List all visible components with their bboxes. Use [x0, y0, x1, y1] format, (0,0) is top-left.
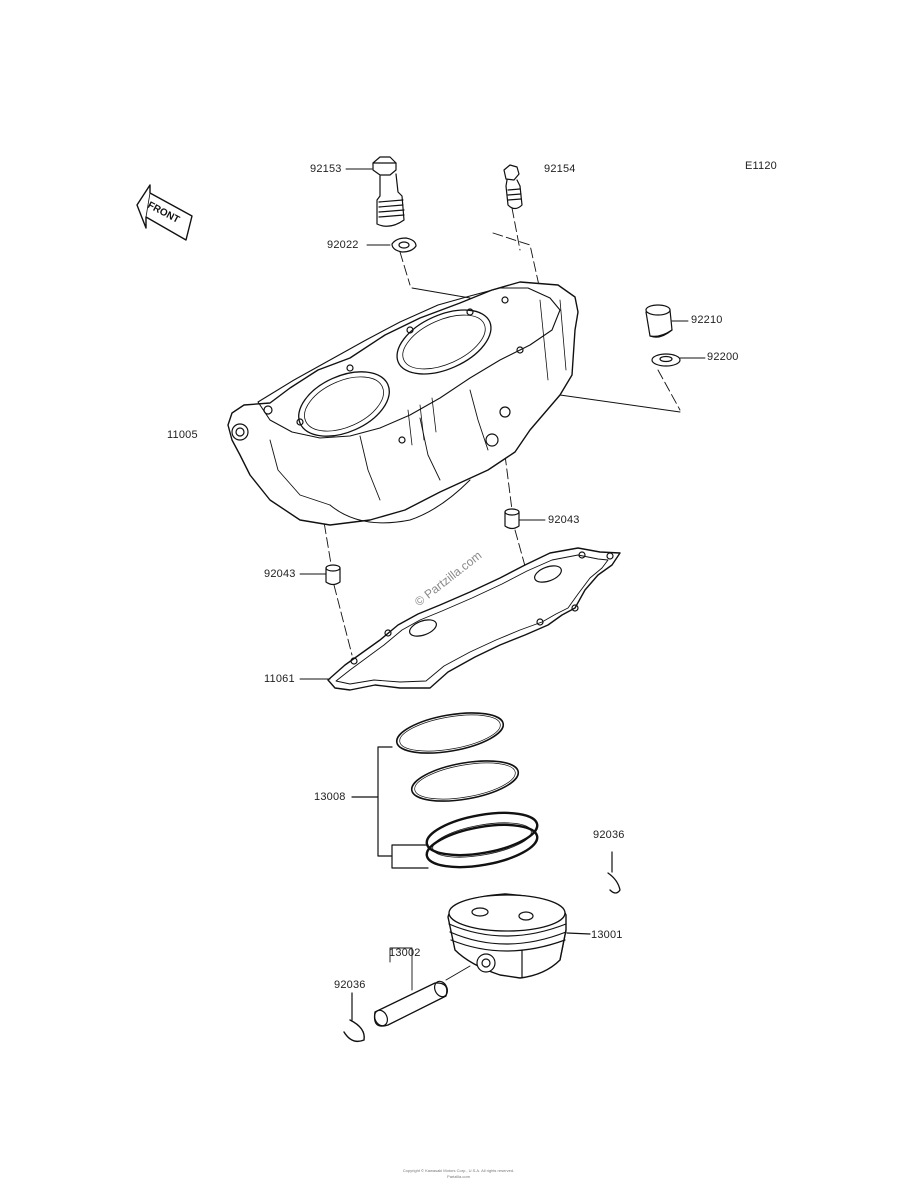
label-92200[interactable]: 92200: [707, 351, 739, 363]
circlip-left-92036-icon: [343, 992, 365, 1043]
cap-92210-icon: [645, 304, 673, 338]
bolt-92153-icon: [372, 156, 405, 227]
piston-pin-13002-icon: [373, 947, 471, 1027]
footer-copyright: Copyright © Kawasaki Motors Corp., U.S.A…: [402, 1168, 515, 1173]
label-13008[interactable]: 13008: [314, 791, 346, 803]
circlip-right-92036-icon: [607, 851, 621, 894]
label-13001[interactable]: 13001: [591, 929, 623, 941]
front-arrow-icon: FRONT: [136, 184, 193, 241]
washer-92022-icon: [391, 237, 417, 253]
label-92153[interactable]: 92153: [310, 163, 342, 175]
label-92154[interactable]: 92154: [544, 163, 576, 175]
dowel-right-92043-icon: [504, 508, 520, 530]
footer-source: Partzilla.com: [447, 1174, 470, 1179]
seal-92200-icon: [651, 353, 681, 367]
bolt-92154-icon: [503, 164, 523, 210]
label-92036-right[interactable]: 92036: [593, 829, 625, 841]
dowel-left-92043-icon: [325, 564, 341, 586]
piston-rings-13008-icon: [351, 712, 539, 869]
leader-lines: [299, 168, 706, 680]
diagram-code: E1120: [745, 160, 777, 172]
label-92022[interactable]: 92022: [327, 239, 359, 251]
piston-13001-icon: [447, 893, 591, 979]
label-92036-left[interactable]: 92036: [334, 979, 366, 991]
cylinder-block-11005-icon: [227, 281, 579, 526]
label-92043-left[interactable]: 92043: [264, 568, 296, 580]
label-13002[interactable]: 13002: [389, 947, 421, 959]
label-11061[interactable]: 11061: [264, 673, 295, 685]
label-11005[interactable]: 11005: [167, 429, 198, 441]
gasket-11061-icon: [327, 547, 621, 691]
label-92210[interactable]: 92210: [691, 314, 723, 326]
label-92043-right[interactable]: 92043: [548, 514, 580, 526]
